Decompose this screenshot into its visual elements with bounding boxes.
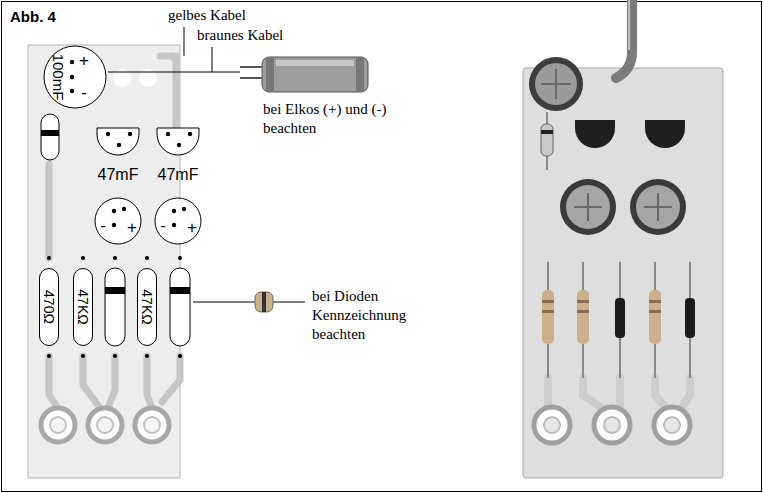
component-value: 47KΩ <box>140 289 154 324</box>
electrolytic-capacitor-photo <box>240 57 368 92</box>
polarity-sign: - <box>100 217 106 234</box>
polarity-sign: + <box>127 219 137 236</box>
component-value: 47mF <box>158 167 199 183</box>
polarity-sign: + <box>187 219 197 236</box>
note-text: bei Elkos (+) und (-) beachten <box>263 100 433 138</box>
capacitor-outline: 47mF - + <box>88 163 148 247</box>
polarity-sign: + <box>79 52 89 69</box>
component-value: 100mF <box>51 54 66 101</box>
figure-number: Abb. 4 <box>10 7 56 26</box>
capacitor-outline: 100mF + - <box>43 45 107 109</box>
resistor-outline: 47KΩ <box>73 268 93 346</box>
note-text: bei Dioden Kennzeichnung beachten <box>312 287 432 344</box>
resistor-outline: 47KΩ <box>137 268 157 346</box>
component-value: 470Ω <box>42 290 56 324</box>
capacitor-outline: 47mF - + <box>148 163 208 247</box>
component-value: 47mF <box>98 167 139 183</box>
diode-photo <box>255 292 273 312</box>
resistor-outline: 470Ω <box>39 268 59 346</box>
wire-label: gelbes Kabel <box>168 6 246 25</box>
polarity-sign: - <box>81 84 87 101</box>
wire-label: braunes Kabel <box>197 26 283 45</box>
component-value: 47KΩ <box>76 289 90 324</box>
assembled-board-photo <box>523 0 723 478</box>
polarity-sign: - <box>160 217 166 234</box>
pcb-layout <box>28 45 199 478</box>
